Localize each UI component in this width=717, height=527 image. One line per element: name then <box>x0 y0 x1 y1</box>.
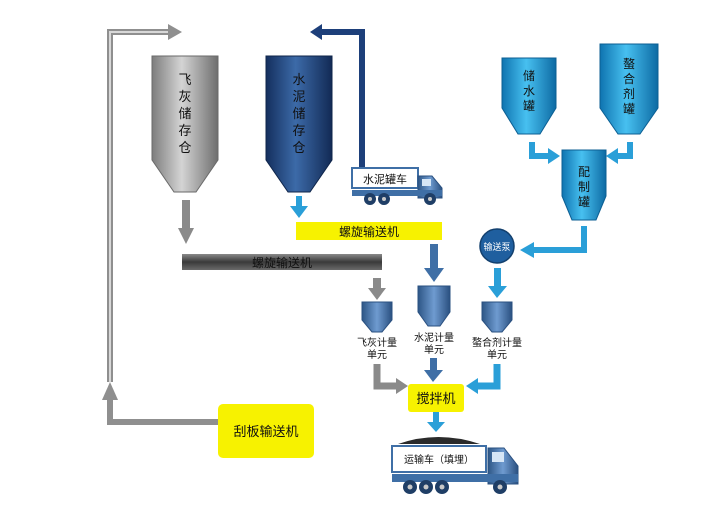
chelating-meter-label-line1: 螯合剂计量 <box>472 336 522 349</box>
cement-truck-label: 水泥罐车 <box>363 172 407 186</box>
cement-metering-unit: 水泥计量 单元 <box>414 285 454 356</box>
cement-meter-label-line1: 水泥计量 <box>414 331 454 344</box>
screw-conveyor-upper: 螺旋输送机 <box>296 222 442 240</box>
transfer-pump: 输送泵 <box>479 228 515 264</box>
fly-ash-silo-label: 飞灰储存仓 <box>178 73 191 156</box>
screw-conveyor-upper-label: 螺旋输送机 <box>339 224 399 239</box>
arrow-chelating-to-mixing <box>606 142 633 164</box>
screw-conveyor-lower: 螺旋输送机 <box>182 254 382 270</box>
arrow-to-flyash-meter <box>368 278 386 300</box>
water-tank: 储水罐 <box>501 57 557 135</box>
fly-ash-silo: 飞灰储存仓 <box>151 55 219 193</box>
arrow-to-cement-meter <box>424 244 444 282</box>
fly-ash-metering-unit: 飞灰计量 单元 <box>357 301 397 361</box>
arrow-water-to-mixing <box>529 142 560 164</box>
arrow-mixer-to-truck <box>427 412 445 432</box>
mixing-tank-label: 配制罐 <box>578 165 590 209</box>
arrow-flyash-down <box>178 200 194 244</box>
scraper-conveyor-label: 刮板输送机 <box>233 424 298 440</box>
fly-ash-meter-label-line1: 飞灰计量 <box>357 336 397 349</box>
arrow-flyash-meter-to-mixer <box>373 364 408 394</box>
loop-arrow-right-head <box>168 24 182 40</box>
arrow-mixing-to-pump <box>520 226 587 258</box>
cement-meter-label-line2: 单元 <box>424 344 444 356</box>
cement-feed-line <box>310 24 365 170</box>
chelating-meter-label-line2: 单元 <box>487 349 507 361</box>
water-tank-label: 储水罐 <box>523 68 535 113</box>
arrow-cement-meter-to-mixer <box>424 358 443 382</box>
chelating-agent-tank: 螯合剂罐 <box>599 43 659 135</box>
transport-truck: 运输车（填埋） <box>391 437 519 494</box>
cement-truck: 水泥罐车 <box>351 167 443 205</box>
loop-arrow-up-head <box>102 382 118 400</box>
mixer-label: 搅拌机 <box>416 391 455 407</box>
mixing-tank: 配制罐 <box>561 149 607 221</box>
cement-silo-label: 水泥储存仓 <box>292 73 305 156</box>
transport-truck-label: 运输车（填埋） <box>404 453 474 466</box>
chelating-metering-unit: 螯合剂计量 单元 <box>472 301 522 361</box>
scraper-conveyor: 刮板输送机 <box>218 404 314 458</box>
fly-ash-meter-label-line2: 单元 <box>367 349 387 361</box>
screw-conveyor-lower-label: 螺旋输送机 <box>252 255 312 270</box>
mixer: 搅拌机 <box>408 384 464 412</box>
cement-silo: 水泥储存仓 <box>265 55 333 193</box>
arrow-to-chelating-meter <box>488 268 507 298</box>
transfer-pump-label: 输送泵 <box>483 241 510 253</box>
arrow-cement-down <box>290 196 308 218</box>
chelating-agent-tank-label: 螯合剂罐 <box>623 56 635 116</box>
return-loop-line <box>102 24 218 427</box>
arrow-chelating-meter-to-mixer <box>466 364 501 394</box>
